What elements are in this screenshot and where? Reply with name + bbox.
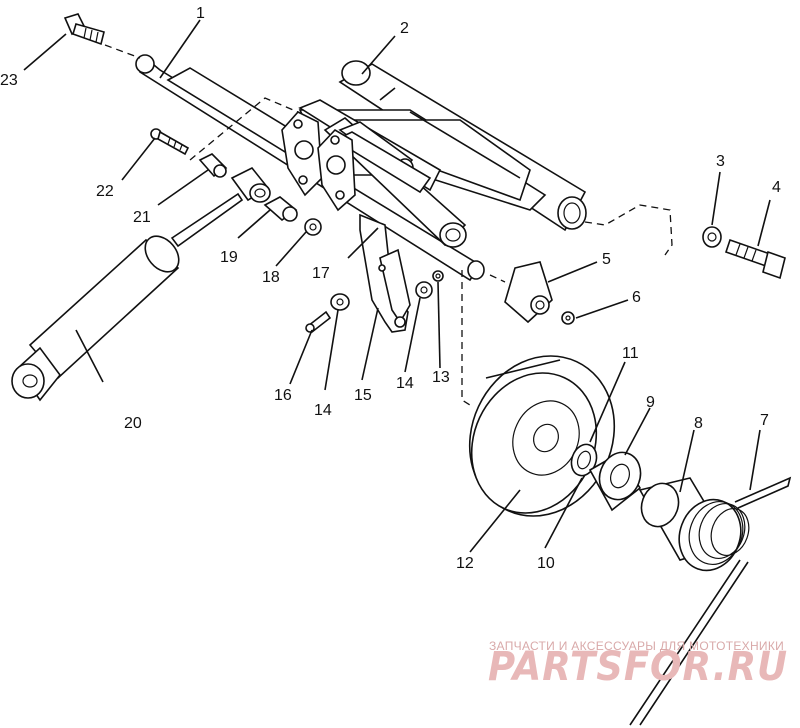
callout-15: 15 [354,387,372,404]
callout-1: 1 [196,5,205,22]
bolt-22 [150,128,190,156]
shock-absorber-20 [11,192,244,402]
washer-14-left [330,293,350,311]
callout-17: 17 [312,265,330,282]
callout-7: 7 [760,412,769,429]
idler-wheel-12 [468,355,616,517]
callout-9: 9 [646,394,655,411]
nut-6 [561,311,575,325]
bolt-4 [724,238,786,280]
leader-dash-top [104,44,141,59]
washer-14-right [415,281,433,299]
screw-16 [305,310,332,334]
spacer-9 [588,451,642,512]
callout-11: 11 [622,345,639,362]
bolt-23 [63,13,105,46]
nut-13 [432,270,444,282]
callout-6: 6 [632,289,641,306]
callout-19: 19 [220,249,238,266]
callout-12: 12 [456,555,474,572]
watermark: ЗАПЧАСТИ И АКСЕССУАРЫ ДЛЯ МОТОТЕХНИКИ PA… [488,639,788,690]
callout-3: 3 [716,153,725,170]
callout-10: 10 [537,555,555,572]
watermark-logo: PARTSFOR.RU [488,644,788,690]
clip-bracket-5 [504,261,553,324]
callout-18: 18 [262,269,280,286]
leader-dash-bolt [489,274,506,283]
bushing-19 [263,196,298,222]
nut-18 [304,218,322,236]
bushing-21 [198,153,228,178]
callout-23: 23 [0,72,18,89]
washer-3 [702,226,722,248]
left-mount-plate [281,111,323,197]
callout-21: 21 [133,209,151,226]
inner-tubes [323,117,467,248]
leader-dash-mid [189,97,299,161]
leader-dash-right [584,204,673,256]
callout-22: 22 [96,183,114,200]
callout-4: 4 [772,179,781,196]
callout-5: 5 [602,251,611,268]
callout-14-left: 14 [314,402,332,419]
right-mount-plate [317,128,356,212]
callout-13: 13 [432,369,450,386]
watermark-tagline: ЗАПЧАСТИ И АКСЕССУАРЫ ДЛЯ МОТОТЕХНИКИ [489,639,784,653]
callout-16: 16 [274,387,292,404]
spacer-sleeve [230,166,271,203]
callout-20: 20 [124,415,142,432]
callout-14-right: 14 [396,375,414,392]
callout-2: 2 [400,20,409,37]
ring-10 [570,443,598,477]
leader-dash-pulley [461,270,471,406]
callout-labels: 1 2 3 4 5 6 7 8 9 10 11 12 13 14 14 15 1… [0,5,781,572]
callout-8: 8 [694,415,703,432]
leader-lines [23,19,771,553]
torsion-spring-7 [629,476,792,726]
idler-bracket [359,213,411,333]
